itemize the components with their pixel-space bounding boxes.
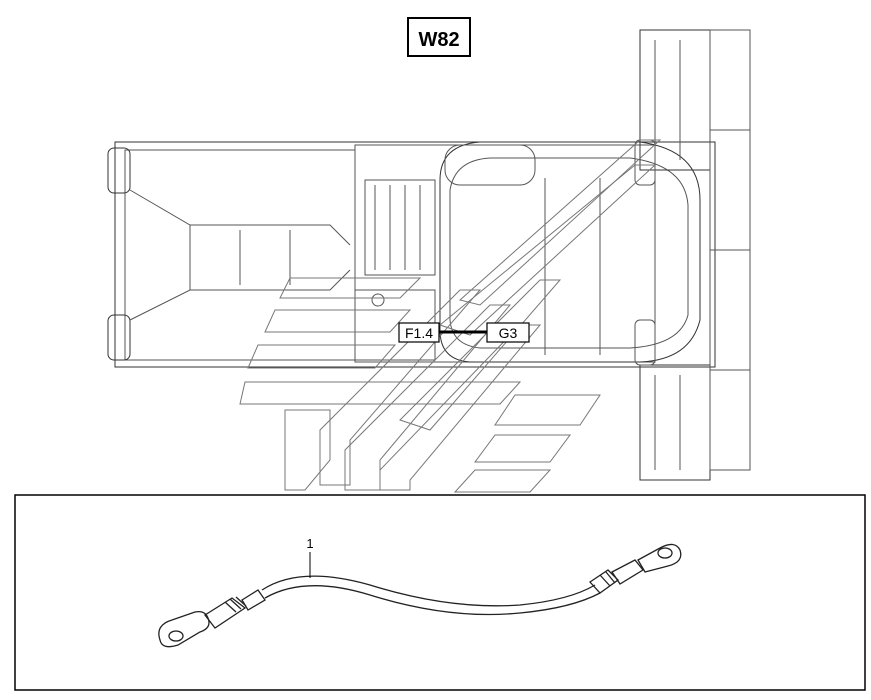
connector-label-from: F1.4 bbox=[405, 325, 433, 341]
detail-frame bbox=[14, 494, 866, 691]
ground-cable-part bbox=[158, 543, 682, 648]
connector-label-to: G3 bbox=[499, 325, 518, 341]
part-number-label: 1 bbox=[306, 536, 313, 551]
connector-callouts: F1.4 G3 bbox=[398, 322, 530, 343]
vehicle-top-view bbox=[107, 29, 751, 481]
part-callout: 1 bbox=[306, 536, 314, 578]
title-label: W82 bbox=[418, 29, 459, 51]
title-box: W82 bbox=[407, 17, 471, 57]
